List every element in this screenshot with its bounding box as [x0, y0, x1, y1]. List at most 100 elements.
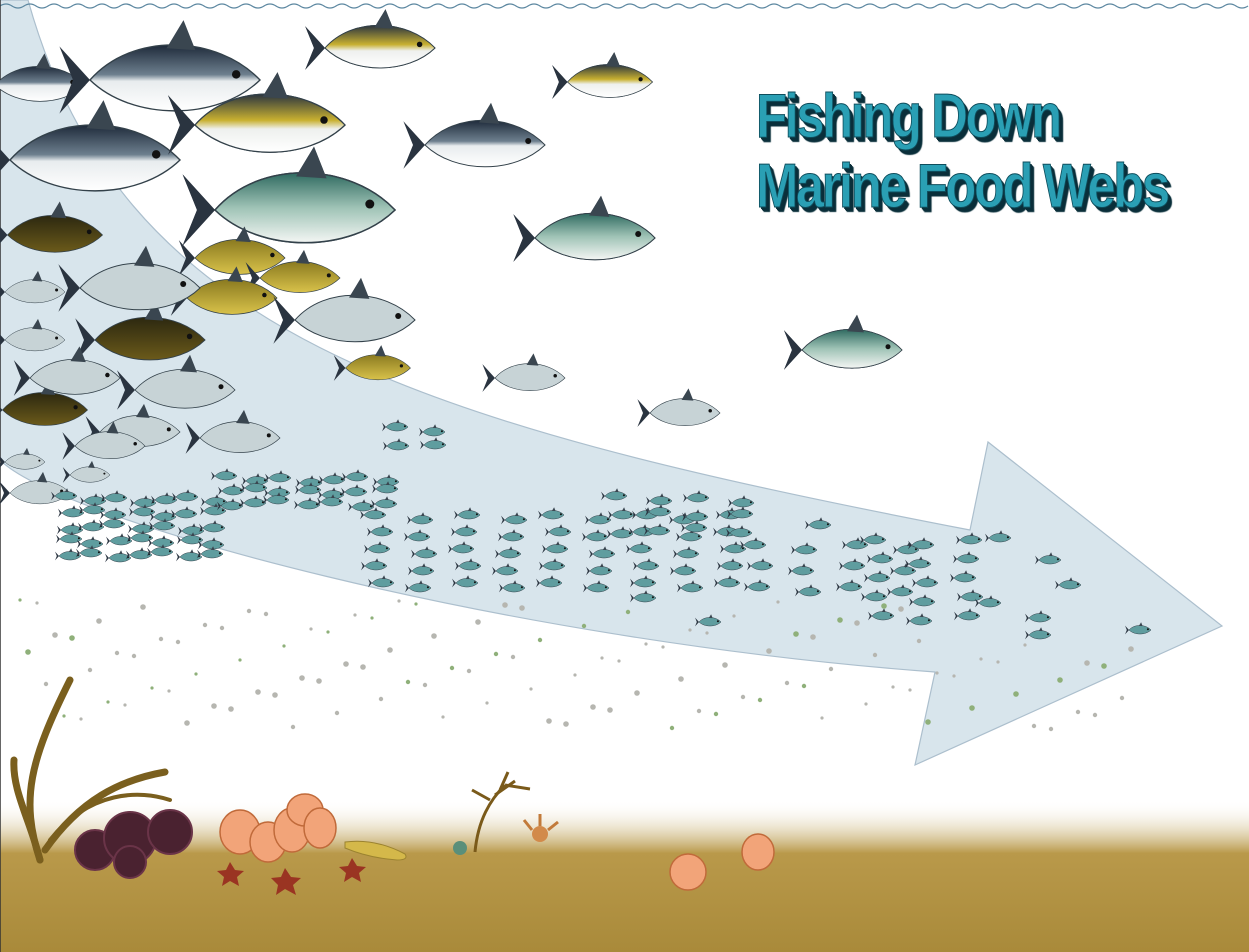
plankton-icon [573, 673, 577, 677]
plankton-icon [722, 662, 728, 668]
plankton-icon [272, 692, 278, 698]
plankton-icon [343, 661, 349, 667]
plankton-icon [326, 630, 330, 634]
plankton-icon [449, 665, 455, 671]
plankton-icon [334, 710, 340, 716]
small-fish-icon [451, 524, 478, 537]
small-fish-icon [583, 580, 610, 593]
small-fish-icon [673, 546, 700, 559]
benthos-layer [10, 676, 775, 895]
small-fish-icon [791, 542, 818, 555]
plankton-icon [864, 702, 868, 706]
small-fish-icon [957, 589, 984, 602]
plankton-icon [219, 625, 225, 631]
plankton-icon [898, 606, 904, 612]
tuna-icon [305, 9, 436, 70]
plankton-icon [475, 619, 481, 625]
small-fish-icon [868, 608, 895, 621]
plankton-icon [669, 725, 675, 731]
plankton-icon [837, 617, 843, 623]
small-fish-icon [906, 613, 933, 626]
plankton-icon [43, 681, 49, 687]
plankton-icon [502, 602, 508, 608]
plankton-icon [607, 707, 613, 713]
small-fish-icon [905, 556, 932, 569]
small-fish-icon [172, 489, 199, 502]
plankton-icon [776, 600, 780, 604]
small-fish-icon [317, 494, 344, 507]
plankton-icon [881, 603, 887, 609]
forage-fish-icon [62, 460, 111, 483]
small-fish-icon [265, 470, 292, 483]
small-fish-icon [744, 579, 771, 592]
small-fish-icon [217, 498, 244, 511]
small-fish-icon [677, 580, 704, 593]
forage-fish-icon [482, 353, 566, 392]
plankton-icon [493, 651, 499, 657]
small-fish-icon [364, 541, 391, 554]
small-fish-icon [1025, 627, 1052, 640]
plankton-icon [378, 696, 384, 702]
small-fish-icon [601, 488, 628, 501]
small-fish-icon [148, 535, 175, 548]
small-fish-icon [100, 507, 127, 520]
plankton-icon [996, 660, 1000, 664]
tuna-icon [182, 146, 397, 246]
small-fish-icon [956, 532, 983, 545]
small-fish-icon [371, 496, 398, 509]
plankton-icon [1084, 660, 1090, 666]
small-fish-icon [633, 558, 660, 571]
small-fish-icon [404, 529, 431, 542]
forage-fish-icon [273, 277, 416, 344]
plankton-icon [194, 672, 198, 676]
plankton-icon [228, 706, 234, 712]
plankton-icon [52, 632, 58, 638]
plankton-icon [211, 703, 217, 709]
tuna-icon [552, 52, 653, 99]
plankton-icon [740, 694, 746, 700]
tuna-icon [784, 314, 903, 370]
small-fish-icon [360, 507, 387, 520]
small-fish-icon [644, 523, 671, 536]
plankton-icon [290, 724, 296, 730]
small-fish-icon [720, 541, 747, 554]
small-fish-icon [383, 438, 410, 451]
small-fish-icon [448, 541, 475, 554]
small-fish-icon [842, 537, 869, 550]
small-fish-icon [860, 532, 887, 545]
small-fish-icon [861, 589, 888, 602]
forage-fish-icon [0, 270, 66, 304]
plankton-icon [537, 637, 543, 643]
plankton-icon [634, 690, 640, 696]
tuna-icon [59, 20, 261, 114]
forage-fish-icon [637, 388, 721, 427]
small-fish-icon [368, 575, 395, 588]
small-fish-icon [893, 542, 920, 555]
small-fish-icon [151, 492, 178, 505]
starfish-icon [217, 858, 366, 895]
small-fish-icon [1125, 622, 1152, 635]
small-fish-icon [864, 570, 891, 583]
plankton-icon [757, 697, 763, 703]
plankton-icon [801, 683, 807, 689]
small-fish-icon [420, 437, 447, 450]
plankton-icon [397, 599, 401, 603]
small-fish-icon [740, 537, 767, 550]
small-fish-icon [240, 495, 267, 508]
plankton-icon [678, 676, 684, 682]
small-fish-icon [452, 575, 479, 588]
small-fish-icon [218, 483, 245, 496]
small-fish-icon [607, 526, 634, 539]
plankton-icon [106, 700, 110, 704]
snapper-icon [178, 226, 286, 276]
small-fish-icon [51, 488, 78, 501]
small-fish-icon [1055, 577, 1082, 590]
small-fish-icon [747, 558, 774, 571]
small-fish-icon [912, 575, 939, 588]
plankton-icon [150, 686, 154, 690]
small-fish-icon [538, 507, 565, 520]
small-fish-icon [542, 541, 569, 554]
title-line-2: Marine Food Webs [756, 152, 1171, 222]
small-fish-icon [56, 531, 83, 544]
small-fish-icon [795, 584, 822, 597]
